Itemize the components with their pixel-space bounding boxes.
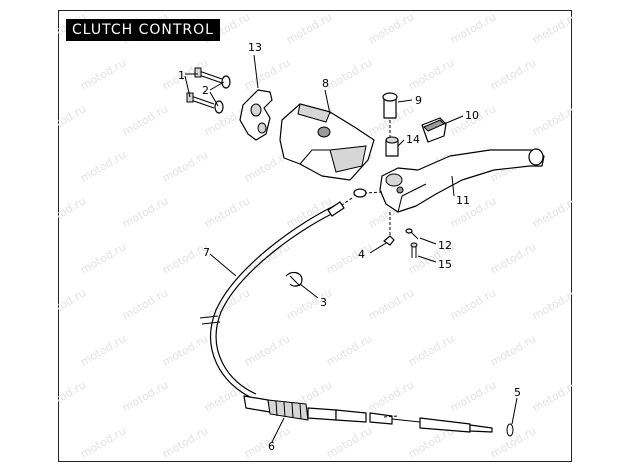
callout-8: 8 xyxy=(322,77,329,90)
callout-12: 12 xyxy=(438,239,452,252)
callout-9: 9 xyxy=(415,94,422,107)
part-3-cable-clip xyxy=(285,271,303,287)
part-9-pivot-pin xyxy=(382,92,398,142)
callout-1: 1 xyxy=(178,69,185,82)
cable-end-fitting xyxy=(341,188,383,206)
part-11-hand-lever xyxy=(379,148,545,213)
part-2-washers xyxy=(214,75,231,114)
part-4-retaining-clip xyxy=(383,212,395,246)
callout-14: 14 xyxy=(406,133,420,146)
part-15-set-screw xyxy=(410,242,418,258)
callout-6: 6 xyxy=(268,440,275,453)
callout-15: 15 xyxy=(438,258,452,271)
part-10-switch xyxy=(421,117,447,143)
callout-10: 10 xyxy=(465,109,479,122)
part-13-clamp xyxy=(239,89,273,141)
part-8-lever-bracket xyxy=(279,103,375,181)
callout-4: 4 xyxy=(358,248,365,261)
callout-7: 7 xyxy=(203,246,210,259)
part-1-screws xyxy=(186,67,223,109)
callout-13: 13 xyxy=(248,41,262,54)
leader-lines xyxy=(184,54,518,443)
callout-11: 11 xyxy=(456,194,470,207)
callout-3: 3 xyxy=(320,296,327,309)
diagram-frame xyxy=(58,10,572,462)
callout-2: 2 xyxy=(202,84,209,97)
callout-5: 5 xyxy=(514,386,521,399)
part-5-o-ring xyxy=(506,423,514,437)
part-7-cable xyxy=(199,201,345,399)
part-14-spacer xyxy=(385,136,399,157)
callout-numbers: 1 2 3 4 5 6 7 8 9 10 11 12 13 14 15 xyxy=(178,41,521,453)
diagram-title: CLUTCH CONTROL xyxy=(66,19,220,41)
part-6-cable-adjuster xyxy=(243,395,493,433)
part-12-pin xyxy=(405,228,419,240)
